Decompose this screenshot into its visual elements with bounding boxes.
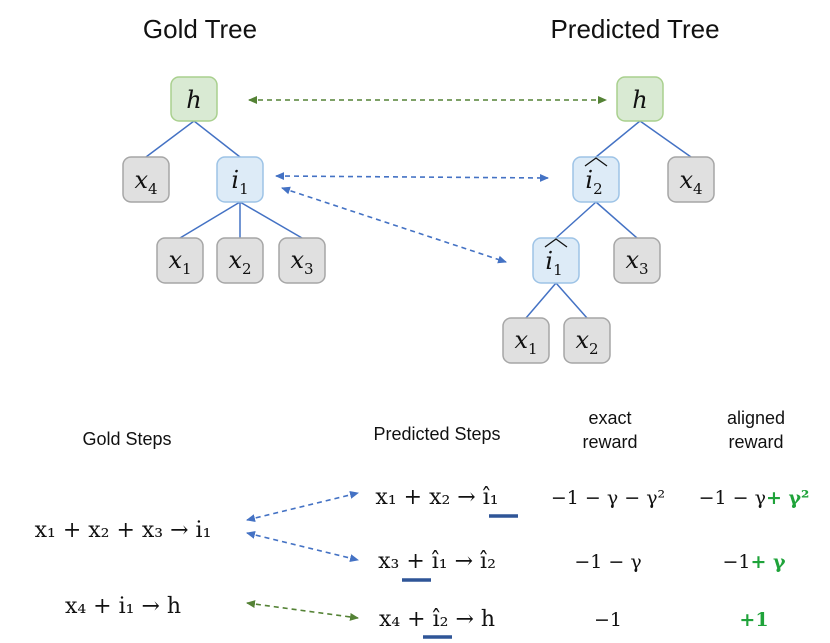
gold-internal-i1: i1 (216, 156, 264, 203)
predicted-step-3: x₄ + î₂ → h (379, 607, 495, 632)
exact-reward-header-line2: reward (582, 432, 637, 452)
gold-tree-edges (145, 120, 303, 239)
gold-steps-header: Gold Steps (82, 429, 171, 449)
gold-root-node: h (170, 76, 218, 122)
predicted-tree-edges (525, 120, 692, 319)
predicted-steps-header: Predicted Steps (373, 424, 500, 444)
predicted-internal-i2-hat: i2 (572, 156, 620, 203)
aligned-reward-1: −1 − γ+ γ² (699, 487, 810, 509)
predicted-step-2: x₃ + î₁ → î₂ (378, 549, 496, 574)
align-arrow-i1-i2 (275, 172, 549, 182)
step-underlines (402, 514, 518, 639)
aligned-reward-1-bonus: + γ² (766, 487, 809, 509)
exact-reward-header-line1: exact (588, 408, 631, 428)
exact-reward-1: −1 − γ − γ² (551, 487, 665, 509)
predicted-tree-title: Predicted Tree (550, 14, 719, 44)
gold-leaf-x4: x4 (122, 156, 170, 203)
gold-step-1: x₁ + x₂ + x₃ → i₁ (35, 518, 212, 543)
aligned-reward-header-line1: aligned (727, 408, 785, 428)
align-arrow-i1-i1 (281, 186, 507, 264)
gold-step-2: x₄ + i₁ → h (65, 594, 181, 619)
aligned-reward-2: −1+ γ (722, 551, 786, 573)
predicted-leaf-x1: x1 (502, 317, 550, 364)
gold-leaf-x2: x2 (216, 237, 264, 284)
step-arrow-2 (246, 531, 359, 562)
aligned-reward-3-bonus: +1 (739, 609, 768, 631)
svg-text:h: h (632, 86, 647, 114)
aligned-reward-2-bonus: + γ (750, 551, 786, 573)
gold-leaf-x3: x3 (278, 237, 326, 284)
exact-reward-2: −1 − γ (574, 551, 641, 573)
predicted-internal-i1-hat: i1 (532, 237, 580, 284)
predicted-leaf-x3: x3 (613, 237, 661, 284)
aligned-reward-3: +1 (739, 609, 768, 631)
predicted-leaf-x2: x2 (563, 317, 611, 364)
gold-tree-title: Gold Tree (143, 14, 257, 44)
aligned-reward-header-line2: reward (728, 432, 783, 452)
svg-text:h: h (186, 86, 201, 114)
gold-leaf-x1: x1 (156, 237, 204, 284)
predicted-leaf-x4: x4 (667, 156, 715, 203)
step-arrow-1 (246, 491, 359, 522)
predicted-step-1: x₁ + x₂ → î₁ (375, 485, 498, 510)
exact-reward-3: −1 (594, 609, 622, 631)
aligned-reward-2-base: −1 (722, 551, 750, 573)
predicted-root-node: h (616, 76, 664, 122)
aligned-reward-1-base: −1 − γ (699, 487, 766, 509)
step-arrow-3 (246, 600, 359, 621)
